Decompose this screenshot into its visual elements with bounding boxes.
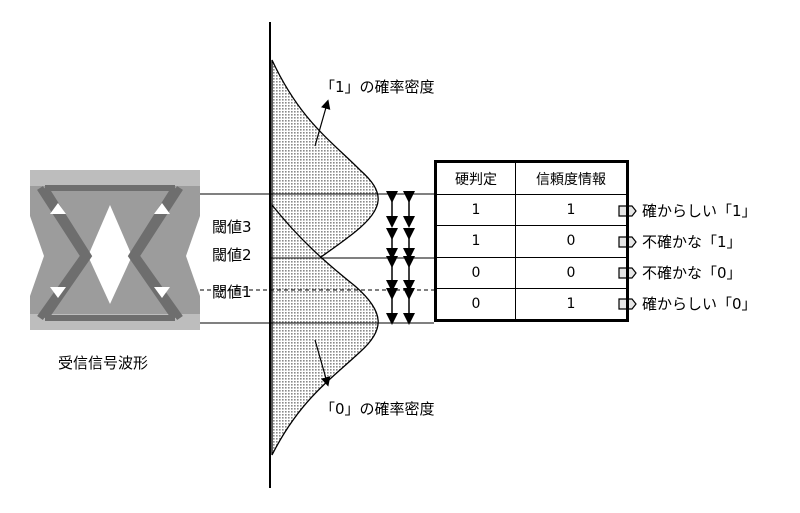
table-row: 0 0	[436, 256, 627, 289]
output-label-likely-zero: 確からしい「0」	[642, 295, 757, 313]
table-row: 0 1	[436, 287, 627, 321]
eye-caption: 受信信号波形	[58, 354, 149, 372]
decision-table: 硬判定 信頼度情報 1 1 1 0 0 0 0 1	[434, 160, 629, 322]
output-label-uncertain-one: 不確かな「1」	[642, 233, 742, 251]
eye-opening-left	[30, 216, 44, 296]
table-row: 1 0	[436, 225, 627, 258]
density-curve-zero	[271, 203, 379, 456]
header-reliability: 信頼度情報	[515, 162, 627, 195]
table-cell: 0	[515, 256, 627, 289]
threshold2-label: 閾値2	[212, 246, 252, 264]
density-one-label: 「1」の確率密度	[320, 78, 435, 96]
table-cell: 1	[436, 225, 516, 258]
table-row: 1 1	[436, 193, 627, 227]
table-cell: 0	[436, 256, 516, 289]
threshold3-label: 閾値3	[212, 218, 252, 236]
table-cell: 1	[436, 193, 516, 227]
table-cell: 0	[436, 287, 516, 321]
density-zero-label: 「0」の確率密度	[320, 400, 435, 418]
threshold1-label: 閾値1	[212, 283, 252, 301]
interval-arrows	[386, 191, 415, 325]
pointer-arrow-zero	[314, 339, 331, 387]
table-cell: 1	[515, 287, 627, 321]
eye-diagram	[30, 170, 200, 330]
pointer-arrow-one	[314, 99, 331, 147]
table-cell: 1	[515, 193, 627, 227]
output-label-uncertain-zero: 不確かな「0」	[642, 264, 742, 282]
header-hard-decision: 硬判定	[436, 162, 516, 195]
eye-opening-center	[88, 205, 132, 304]
table-cell: 0	[515, 225, 627, 258]
eye-opening-right	[186, 216, 200, 296]
output-label-likely-one: 確からしい「1」	[642, 202, 757, 220]
